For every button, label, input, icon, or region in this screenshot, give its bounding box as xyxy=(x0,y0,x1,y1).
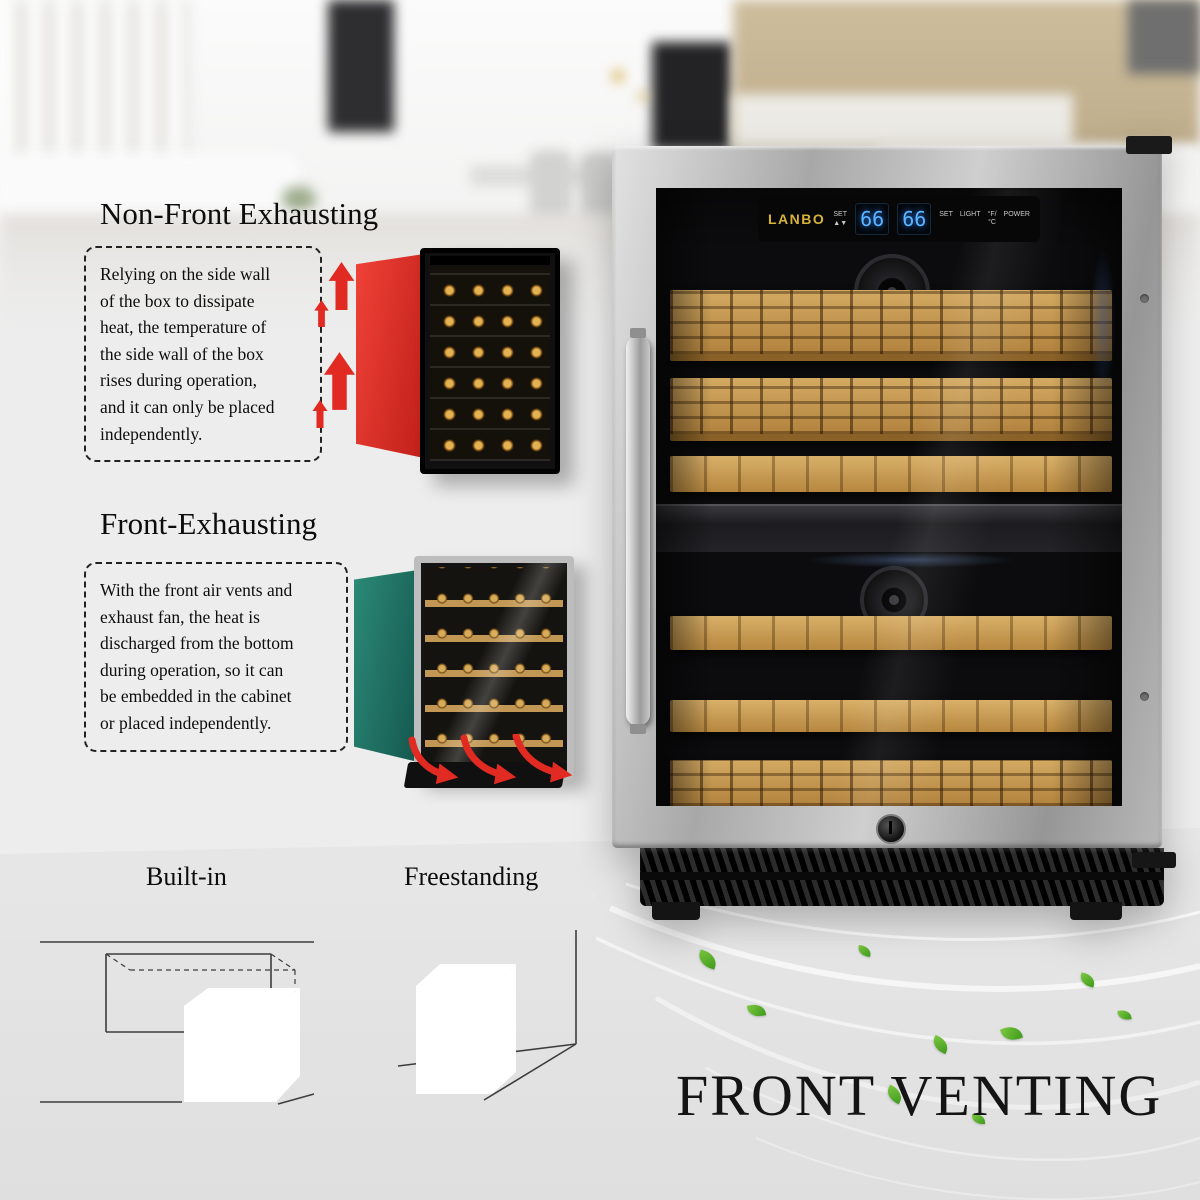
glass-reflection xyxy=(421,563,567,773)
dark-cabinet xyxy=(1128,0,1200,74)
cooler-front xyxy=(420,248,560,474)
wine-cooler-product: LANBO SET ▲▼ 66 66 SET LIGHT °F/°C POWER xyxy=(612,136,1176,926)
front-vented-cooler-illustration xyxy=(348,556,578,794)
teal-side-panel xyxy=(354,570,418,762)
unit-button-label: °F/°C xyxy=(987,211,997,226)
vent-center-bar xyxy=(640,872,1164,880)
power-button-label: POWER xyxy=(1003,211,1030,219)
front-exhausting-text: With the front air vents and exhaust fan… xyxy=(100,580,294,733)
freestanding-line-drawing xyxy=(397,930,577,1101)
control-panel: LANBO SET ▲▼ 66 66 SET LIGHT °F/°C POWER xyxy=(758,196,1040,242)
front-exhausting-note: With the front air vents and exhaust fan… xyxy=(84,562,348,752)
set-button-label: SET xyxy=(939,211,953,219)
frame-screw xyxy=(1140,294,1149,303)
front-foot xyxy=(652,902,700,920)
right-temp-display: 66 xyxy=(897,203,932,235)
front-venting-headline: FRONT VENTING xyxy=(676,1063,1163,1128)
front-foot xyxy=(1070,902,1122,920)
heat-up-arrow-icon xyxy=(312,400,328,428)
brand-logo: LANBO xyxy=(768,211,826,227)
leaf-icon xyxy=(972,1114,985,1124)
red-side-panel xyxy=(356,254,424,458)
up-down-arrows-icon: ▲▼ xyxy=(833,220,848,227)
left-temp-display: 66 xyxy=(855,203,890,235)
side-vented-cooler-illustration xyxy=(312,248,560,474)
built-in-line-drawing xyxy=(40,941,315,1105)
panel-button-labels: SET LIGHT °F/°C POWER xyxy=(939,211,1030,226)
door-handle xyxy=(626,328,650,734)
bottom-hinge xyxy=(1132,852,1176,868)
front-vent-grille xyxy=(640,848,1164,906)
non-front-exhausting-title: Non-Front Exhausting xyxy=(100,196,379,231)
glass-door: LANBO SET ▲▼ 66 66 SET LIGHT °F/°C POWER xyxy=(656,188,1122,806)
top-hinge xyxy=(1126,136,1172,154)
oven-column xyxy=(652,42,732,150)
cooler-front xyxy=(414,556,574,780)
built-in-label: Built-in xyxy=(146,862,227,891)
pendant-light xyxy=(612,70,624,82)
wine-bottles xyxy=(430,267,550,461)
heat-up-arrow-icon xyxy=(324,352,355,410)
set-label: SET xyxy=(833,211,848,218)
non-front-exhausting-note: Relying on the side wall of the box to d… xyxy=(84,246,322,463)
marble-backsplash xyxy=(733,94,1073,148)
front-exhausting-title: Front-Exhausting xyxy=(100,506,317,541)
set-buttons: SET ▲▼ xyxy=(833,211,847,227)
wall-tv xyxy=(328,0,394,132)
exhaust-arrow-icons xyxy=(408,734,573,785)
heat-up-arrow-icon xyxy=(328,262,355,310)
heat-up-arrow-icon xyxy=(314,300,329,327)
cooler-display-strip xyxy=(430,256,550,265)
wine-bottles-shelves xyxy=(425,567,563,769)
door-lock-icon xyxy=(876,814,906,844)
frame-screw xyxy=(1140,692,1149,701)
non-front-exhausting-text: Relying on the side wall of the box to d… xyxy=(100,264,275,444)
glass-reflection xyxy=(656,188,1122,806)
pendant-light xyxy=(638,92,647,101)
airflow-swoosh xyxy=(596,882,1200,1200)
freestanding-label: Freestanding xyxy=(404,862,539,891)
light-button-label: LIGHT xyxy=(959,211,981,219)
